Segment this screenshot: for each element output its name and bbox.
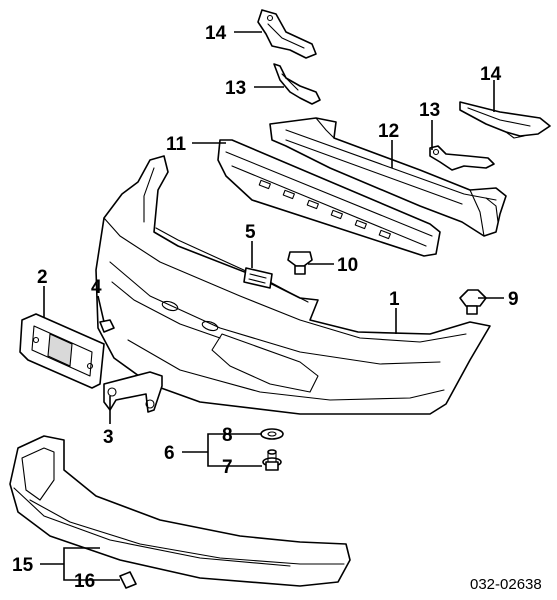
emblem	[243, 267, 273, 289]
callout-9: 9	[508, 289, 519, 310]
callout-4: 4	[91, 277, 102, 298]
callout-14-left: 14	[205, 23, 227, 44]
callout-15: 15	[12, 555, 34, 576]
callout-6: 6	[164, 443, 175, 464]
washer	[260, 428, 284, 440]
diagram-reference-code: 032-02638	[470, 576, 542, 593]
callout-3: 3	[103, 427, 114, 448]
bumper-stay	[103, 371, 163, 413]
beam-stay-left	[273, 63, 321, 105]
callout-12: 12	[378, 121, 399, 142]
beam-stay-right	[429, 145, 495, 171]
side-bracket-right	[459, 101, 551, 139]
bolt	[262, 449, 282, 471]
spoiler-clip	[119, 571, 137, 589]
clip-nut	[99, 319, 115, 333]
side-bracket-left	[257, 9, 317, 59]
callout-leaders	[40, 31, 504, 581]
callout-7: 7	[222, 457, 233, 478]
callout-labels: 14 13 14 13 12 11 5 10 9 1 2 4 3 6 8 7 1…	[12, 23, 542, 593]
callout-13-left: 13	[225, 78, 246, 99]
callout-11: 11	[166, 134, 187, 155]
callout-13-right: 13	[419, 100, 440, 121]
license-plate-bracket	[19, 313, 105, 389]
absorber	[217, 139, 441, 257]
push-clip-10	[287, 251, 313, 275]
callout-2: 2	[37, 267, 48, 288]
callout-1: 1	[389, 289, 400, 310]
push-clip-9	[459, 289, 487, 315]
callout-14-right: 14	[480, 64, 502, 85]
callout-8: 8	[222, 425, 233, 446]
callout-16: 16	[74, 571, 95, 592]
callout-5: 5	[245, 222, 256, 243]
callout-10: 10	[337, 255, 358, 276]
bumper-beam	[269, 117, 507, 237]
